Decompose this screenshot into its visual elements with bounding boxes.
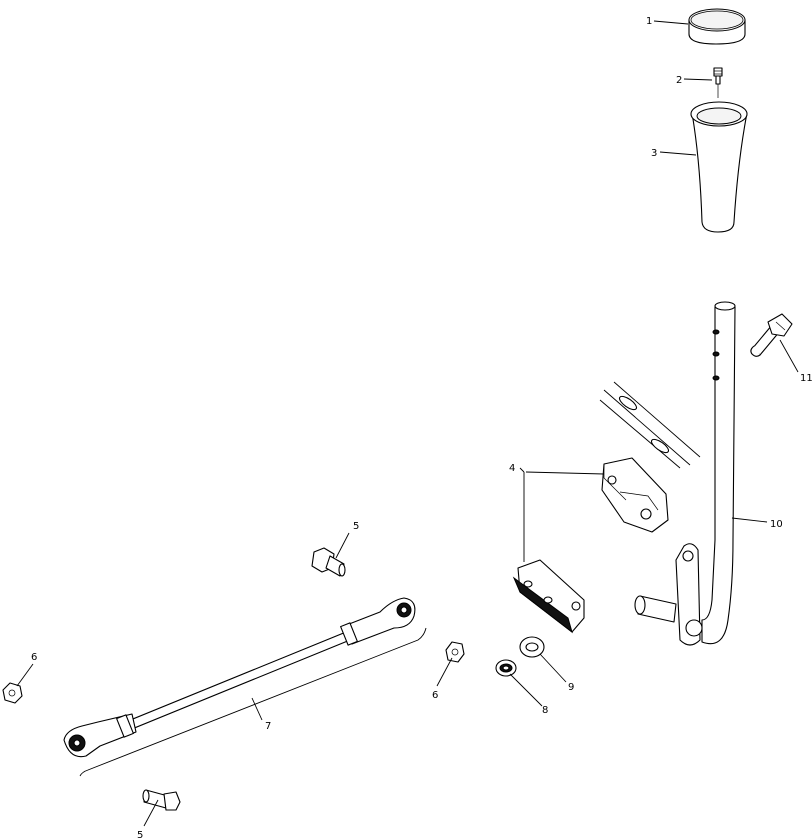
callout-3: 3: [651, 148, 657, 159]
knob-cap: [688, 8, 746, 45]
callout-4: 4: [509, 463, 515, 474]
callout-6-middle: 6: [432, 690, 438, 701]
bolt-upper: [750, 313, 793, 357]
callout-labels: 1 2 3 4 5 5 6 6 7 8 9 10 11: [31, 16, 812, 838]
bolt-middle: [311, 547, 346, 577]
nut-left: [2, 682, 23, 704]
tie-rod: [63, 597, 416, 758]
shift-lever: [634, 301, 736, 646]
lock-washer: [495, 659, 517, 677]
screw: [713, 67, 723, 98]
shift-handle: [690, 101, 748, 233]
flat-washer: [519, 636, 545, 658]
callout-7: 7: [265, 721, 271, 732]
callout-6-left: 6: [31, 652, 37, 663]
nut-middle: [445, 641, 465, 663]
callout-9: 9: [568, 682, 574, 693]
block-upper: [601, 457, 669, 533]
callout-5-middle: 5: [353, 521, 359, 532]
callout-11: 11: [800, 373, 812, 384]
callout-2: 2: [676, 75, 682, 86]
bracket-plate: [599, 381, 701, 469]
leader-lines: [16, 20, 799, 827]
callout-1: 1: [646, 16, 652, 27]
callout-8: 8: [542, 705, 548, 716]
callout-10: 10: [770, 519, 783, 530]
bolt-lower: [142, 789, 181, 811]
block-lower: [512, 559, 585, 634]
callout-5-lower: 5: [137, 830, 143, 838]
